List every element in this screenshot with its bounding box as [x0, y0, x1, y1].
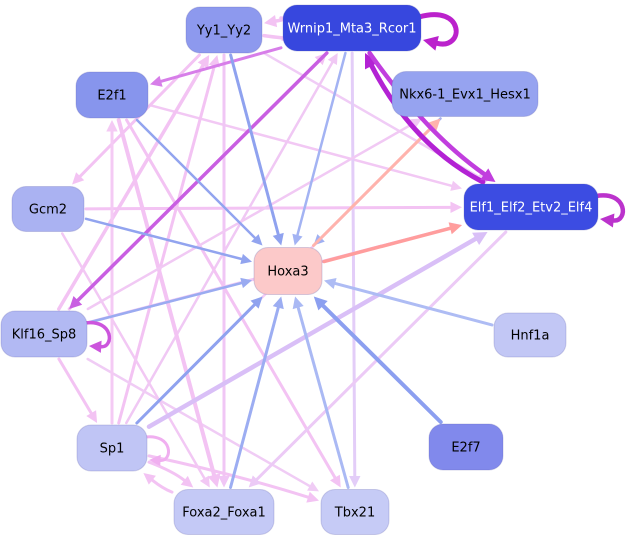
node-gcm2[interactable]: Gcm2 — [11, 186, 85, 232]
edge-gcm2-hoxa3 — [84, 217, 252, 265]
edge-klf16-hoxa3 — [87, 277, 252, 324]
edge-hnf1a-hoxa3 — [324, 277, 494, 327]
edge-gcm2-foxa2 — [60, 232, 210, 488]
node-label-tbx21: Tbx21 — [334, 506, 375, 521]
edge-yy1-hoxa3 — [229, 53, 284, 246]
node-hnf1a[interactable]: Hnf1a — [493, 312, 567, 358]
edge-e2f1-elf1 — [148, 103, 462, 191]
edge-sp1-wrnip1 — [125, 53, 338, 425]
edge-tbx21-hoxa3 — [292, 296, 350, 489]
node-klf16[interactable]: Klf16_Sp8 — [0, 310, 88, 358]
edge-klf16-nkx6 — [86, 118, 423, 311]
edge-wrnip1-elf1 — [367, 50, 496, 182]
node-label-sp1: Sp1 — [100, 442, 125, 457]
edge-sp1-foxa2 — [147, 460, 194, 488]
edge-yy1-foxa2 — [218, 53, 230, 488]
edge-sp1-tbx21 — [147, 454, 319, 503]
edge-sp1-hoxa3 — [135, 296, 263, 425]
edge-wrnip1-hoxa3 — [292, 51, 347, 246]
edge-wrnip1-tbx21 — [349, 51, 361, 488]
edge-e2f1-hoxa3 — [135, 118, 263, 246]
edge-foxa2-hoxa3 — [229, 296, 284, 489]
edge-elf1-wrnip1 — [364, 53, 486, 185]
node-label-e2f7: E2f7 — [451, 441, 480, 456]
node-hoxa3[interactable]: Hoxa3 — [253, 247, 323, 295]
edge-e2f1-foxa2 — [116, 118, 221, 488]
node-label-foxa2: Foxa2_Foxa1 — [182, 506, 266, 521]
node-foxa2[interactable]: Foxa2_Foxa1 — [173, 489, 275, 535]
edge-wrnip1-e2f1 — [150, 46, 283, 87]
edge-e2f1-tbx21 — [125, 118, 341, 488]
node-label-gcm2: Gcm2 — [29, 203, 67, 218]
edge-sp1-e2f1 — [106, 120, 118, 425]
node-label-klf16: Klf16_Sp8 — [12, 328, 77, 343]
node-elf1[interactable]: Elf1_Elf2_Etv2_Elf4 — [463, 183, 599, 231]
node-sp1[interactable]: Sp1 — [76, 424, 148, 472]
node-wrnip1[interactable]: Wrnip1_Mta3_Rcor1 — [282, 4, 422, 52]
edge-elf1-foxa2 — [248, 230, 508, 488]
edge-klf16-sp1 — [57, 357, 98, 423]
edge-wrnip1-klf16 — [69, 51, 329, 309]
node-label-e2f1: E2f1 — [97, 89, 126, 104]
edge-e2f7-hoxa3 — [313, 296, 443, 424]
edge-gcm2-elf1 — [84, 201, 462, 214]
node-nkx6[interactable]: Nkx6-1_Evx1_Hesx1 — [391, 71, 539, 117]
edge-sp1-elf1 — [146, 232, 488, 429]
node-label-nkx6: Nkx6-1_Evx1_Hesx1 — [399, 88, 531, 103]
node-label-hnf1a: Hnf1a — [511, 329, 550, 344]
self-loop-klf16 — [83, 321, 112, 353]
node-e2f7[interactable]: E2f7 — [428, 423, 504, 471]
node-e2f1[interactable]: E2f1 — [75, 71, 149, 119]
node-yy1[interactable]: Yy1_Yy2 — [185, 6, 263, 54]
self-loop-sp1 — [143, 435, 170, 467]
node-label-hoxa3: Hoxa3 — [267, 265, 308, 280]
edge-hoxa3-nkx6 — [312, 118, 441, 247]
edge-wrnip1-yy1 — [264, 14, 286, 28]
edge-layer — [57, 12, 625, 503]
node-label-wrnip1: Wrnip1_Mta3_Rcor1 — [287, 22, 416, 37]
node-label-yy1: Yy1_Yy2 — [196, 24, 251, 39]
node-label-elf1: Elf1_Elf2_Etv2_Elf4 — [470, 201, 593, 216]
edge-foxa2-sp1 — [143, 473, 174, 494]
self-loop-elf1 — [593, 193, 625, 228]
node-tbx21[interactable]: Tbx21 — [320, 489, 390, 535]
edge-hoxa3-elf1 — [322, 222, 462, 264]
self-loop-wrnip1 — [416, 12, 459, 51]
